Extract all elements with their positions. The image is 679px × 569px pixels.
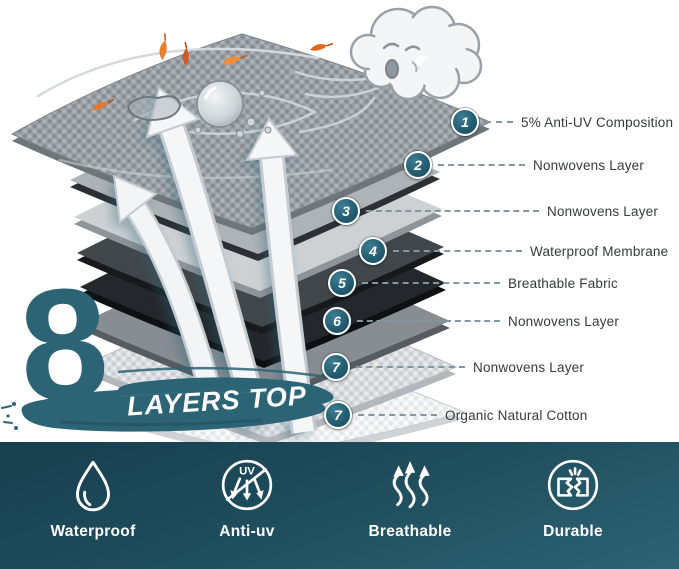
feature-bar: Waterproof UV Anti-uv Breathable [0,442,679,569]
water-bead [196,80,244,128]
airflow-arrows-icon [392,461,430,509]
callout-row: 7 Nonwovens Layer [322,353,584,381]
layer-badge: 5 [328,269,356,297]
layer-label: Nonwovens Layer [473,359,585,375]
layer-label: Organic Natural Cotton [445,407,588,423]
layer-badge: 1 [451,108,479,136]
callout-dash-line [358,414,437,416]
feature-breathable: Breathable [330,456,490,541]
callout-row: 6 Nonwovens Layer [323,307,619,335]
callout-row: 2 Nonwovens Layer [404,151,644,179]
tear-resistant-icon [547,459,599,511]
brush-stroke [1,366,335,432]
blown-leaves [92,33,334,111]
callout-dash-line [362,282,500,284]
layer-label: Nonwovens Layer [508,313,620,329]
feature-label: Breathable [368,523,452,540]
layer-label: 5% Anti-UV Composition [521,114,674,130]
no-uv-icon: UV [221,459,273,511]
layer-label: Waterproof Membrane [530,243,669,259]
feature-waterproof: Waterproof [13,456,173,541]
layer-badge: 3 [332,197,360,225]
water-drop-icon [76,460,110,512]
callout-row: 3 Nonwovens Layer [332,197,658,225]
callout-dash-line [393,250,522,252]
feature-anti-uv: UV Anti-uv [167,456,327,541]
svg-text:UV: UV [239,466,255,478]
feature-durable: Durable [493,456,653,541]
callout-dash-line [357,320,500,322]
water-drops [126,80,272,138]
callout-dash-line [366,210,539,212]
callout-row: 7 Organic Natural Cotton [324,401,587,429]
layer-badge: 7 [322,353,350,381]
arrow-left [112,174,220,388]
layer-stack-illustration [1,5,492,460]
callout-dash-line [438,164,525,166]
layer-label: Breathable Fabric [508,275,618,291]
feature-label: Anti-uv [219,523,275,540]
blowing-wind-cloud [294,5,483,101]
callout-row: 5 Breathable Fabric [328,269,618,297]
callout-row: 1 5% Anti-UV Composition [451,108,673,136]
feature-label: Waterproof [50,523,136,540]
callout-dash-line [356,366,465,368]
layer-count-number: 8 [15,254,109,436]
layer-badge: 7 [324,401,352,429]
callout-dash-line [485,121,513,123]
layer-badge: 4 [359,237,387,265]
callout-row: 4 Waterproof Membrane [359,237,668,265]
layer-badge: 6 [323,307,351,335]
feature-label: Durable [543,523,603,540]
layer-label: Nonwovens Layer [533,157,645,173]
layer-badge: 2 [404,151,432,179]
layer-label: Nonwovens Layer [547,203,659,219]
